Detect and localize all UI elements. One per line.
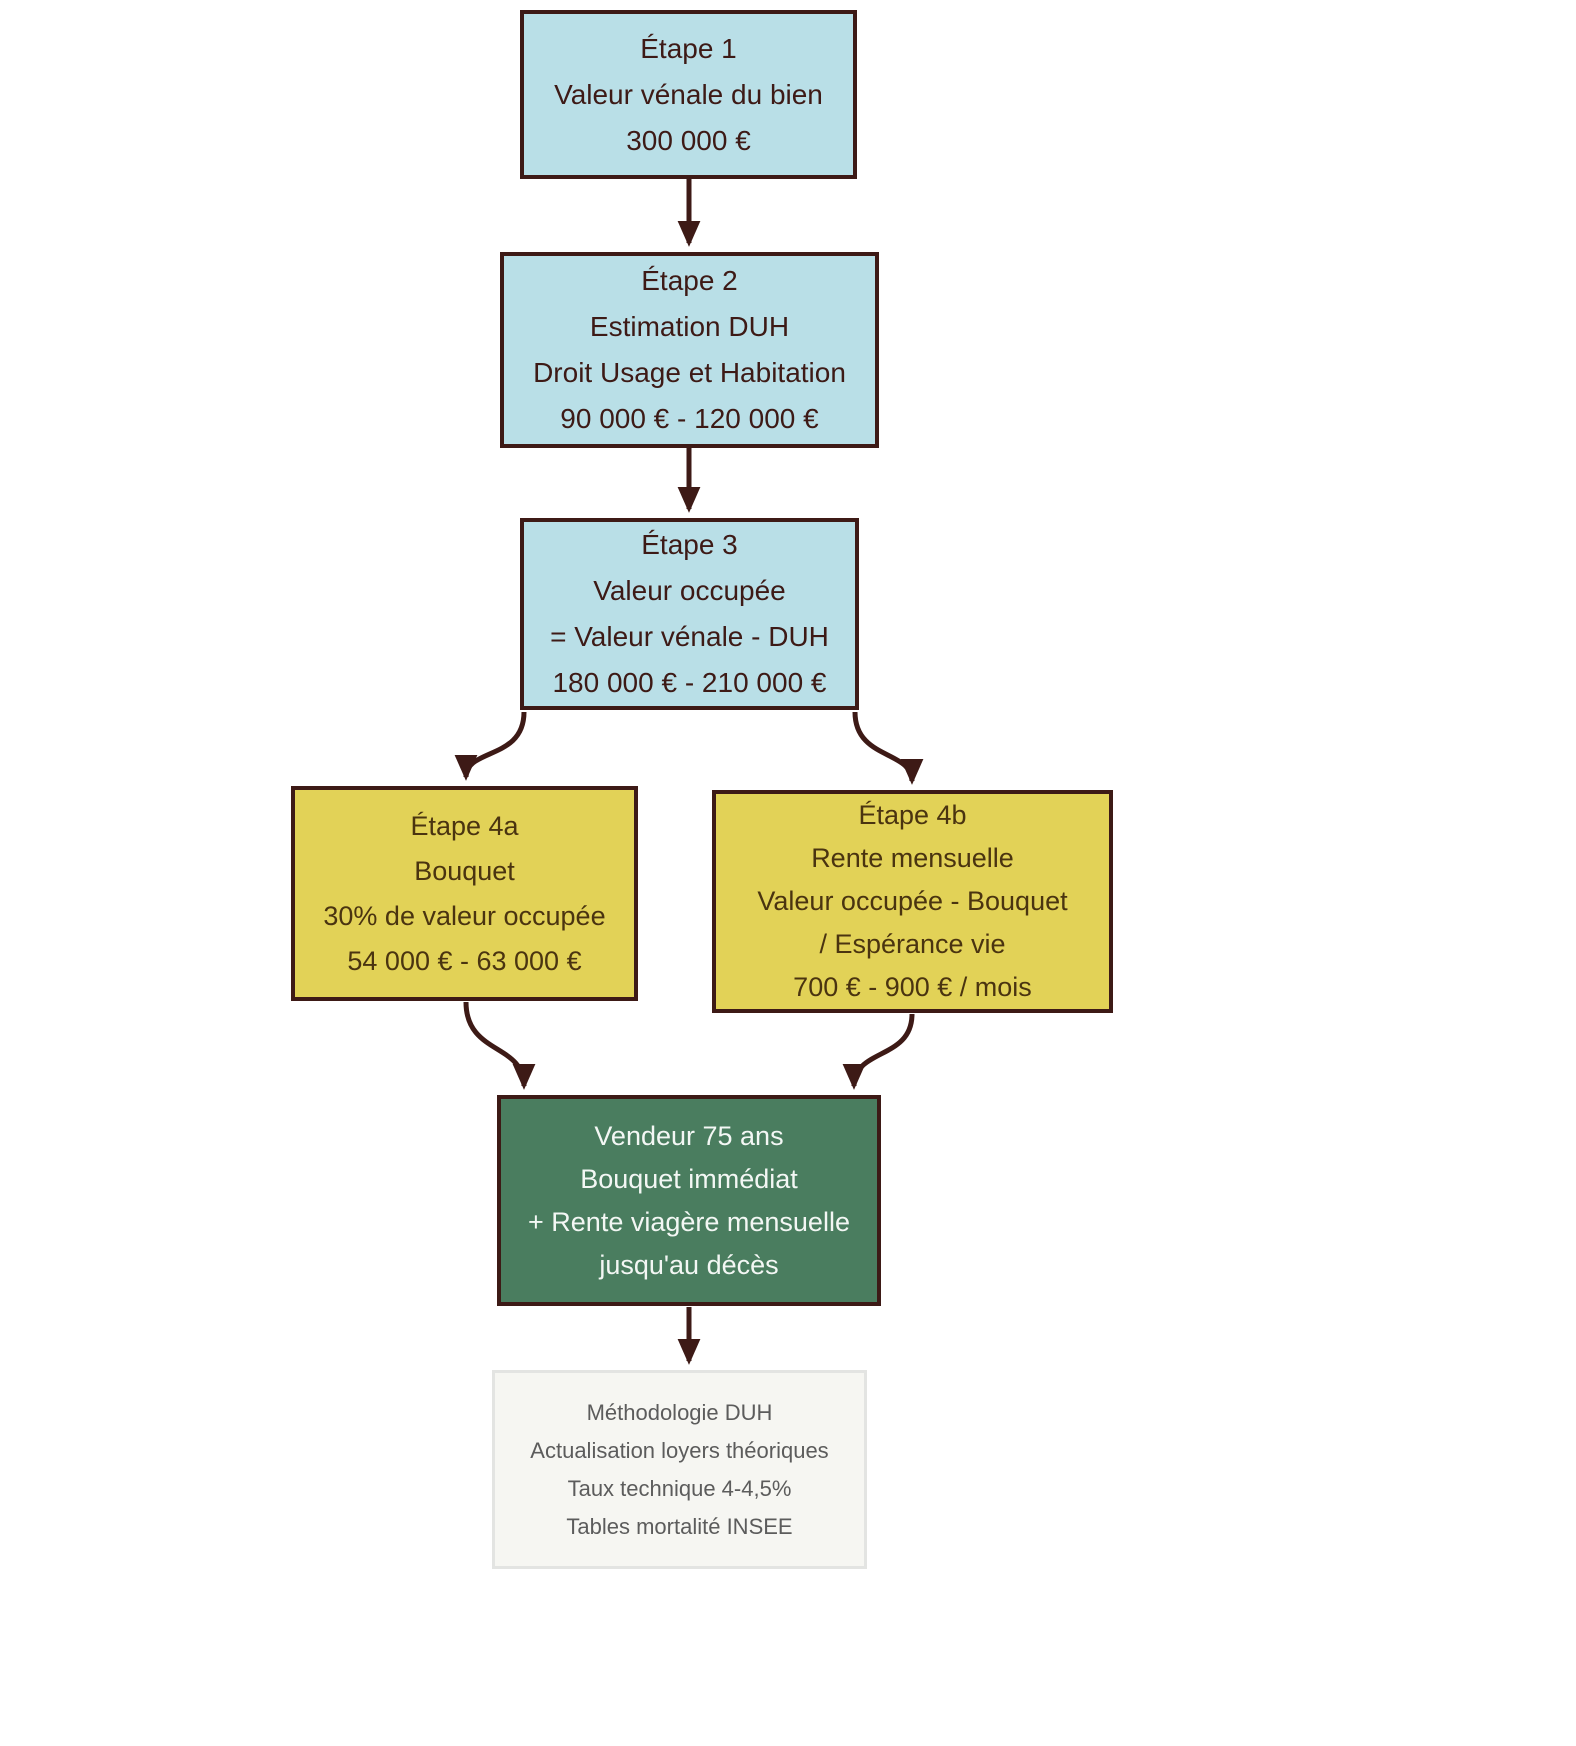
node-etape-4b-line-1: Étape 4b	[858, 800, 967, 830]
node-etape-4b-line-4: / Espérance vie	[819, 929, 1006, 959]
node-etape-4b-line-2: Rente mensuelle	[811, 843, 1014, 873]
node-etape-3-line-3: = Valeur vénale - DUH	[550, 621, 829, 652]
node-etape-2-line-2: Estimation DUH	[589, 311, 790, 342]
node-resultat: Vendeur 75 ans Bouquet immédiat + Rente …	[497, 1095, 881, 1306]
node-etape-3: Étape 3 Valeur occupée = Valeur vénale -…	[520, 518, 859, 710]
node-etape-4b-line-3: Valeur occupée - Bouquet	[757, 886, 1068, 916]
node-etape-1-line-1: Étape 1	[640, 32, 737, 64]
node-etape-3-line-1: Étape 3	[641, 529, 738, 560]
node-etape-2-line-1: Étape 2	[641, 265, 738, 296]
node-resultat-line-1: Vendeur 75 ans	[594, 1120, 784, 1151]
node-etape-4a: Étape 4a Bouquet 30% de valeur occupée 5…	[291, 786, 638, 1001]
node-methodologie-note: Méthodologie DUH Actualisation loyers th…	[492, 1370, 867, 1569]
node-etape-2-line-4: 90 000 € - 120 000 €	[560, 403, 819, 434]
edge-etape3-etape4b	[852, 711, 924, 785]
edge-etape4a-resultat	[463, 1001, 536, 1090]
node-methodologie-line-3: Taux technique 4-4,5%	[567, 1475, 792, 1501]
node-methodologie-line-4: Tables mortalité INSEE	[566, 1513, 793, 1539]
node-resultat-line-2: Bouquet immédiat	[580, 1163, 798, 1194]
node-etape-3-line-4: 180 000 € - 210 000 €	[552, 667, 827, 698]
node-etape-1-line-3: 300 000 €	[626, 124, 751, 156]
node-etape-2: Étape 2 Estimation DUH Droit Usage et Ha…	[500, 252, 879, 448]
node-etape-3-line-2: Valeur occupée	[593, 575, 786, 606]
node-resultat-line-3: + Rente viagère mensuelle	[528, 1206, 850, 1237]
edge-etape4b-resultat	[842, 1013, 915, 1090]
node-etape-4b-line-5: 700 € - 900 € / mois	[793, 972, 1032, 1002]
node-methodologie-line-2: Actualisation loyers théoriques	[530, 1437, 829, 1463]
edge-etape3-etape4a	[454, 711, 527, 781]
node-resultat-line-4: jusqu'au décès	[599, 1249, 779, 1280]
node-etape-4a-line-3: 30% de valeur occupée	[323, 900, 606, 931]
node-etape-2-line-3: Droit Usage et Habitation	[533, 357, 846, 388]
node-etape-4a-line-4: 54 000 € - 63 000 €	[347, 945, 582, 976]
node-etape-4a-line-1: Étape 4a	[410, 810, 519, 841]
node-etape-4b: Étape 4b Rente mensuelle Valeur occupée …	[712, 790, 1113, 1013]
node-etape-1: Étape 1 Valeur vénale du bien 300 000 €	[520, 10, 857, 179]
node-methodologie-line-1: Méthodologie DUH	[586, 1399, 773, 1425]
node-etape-1-line-2: Valeur vénale du bien	[554, 78, 823, 110]
node-etape-4a-line-2: Bouquet	[414, 855, 515, 886]
